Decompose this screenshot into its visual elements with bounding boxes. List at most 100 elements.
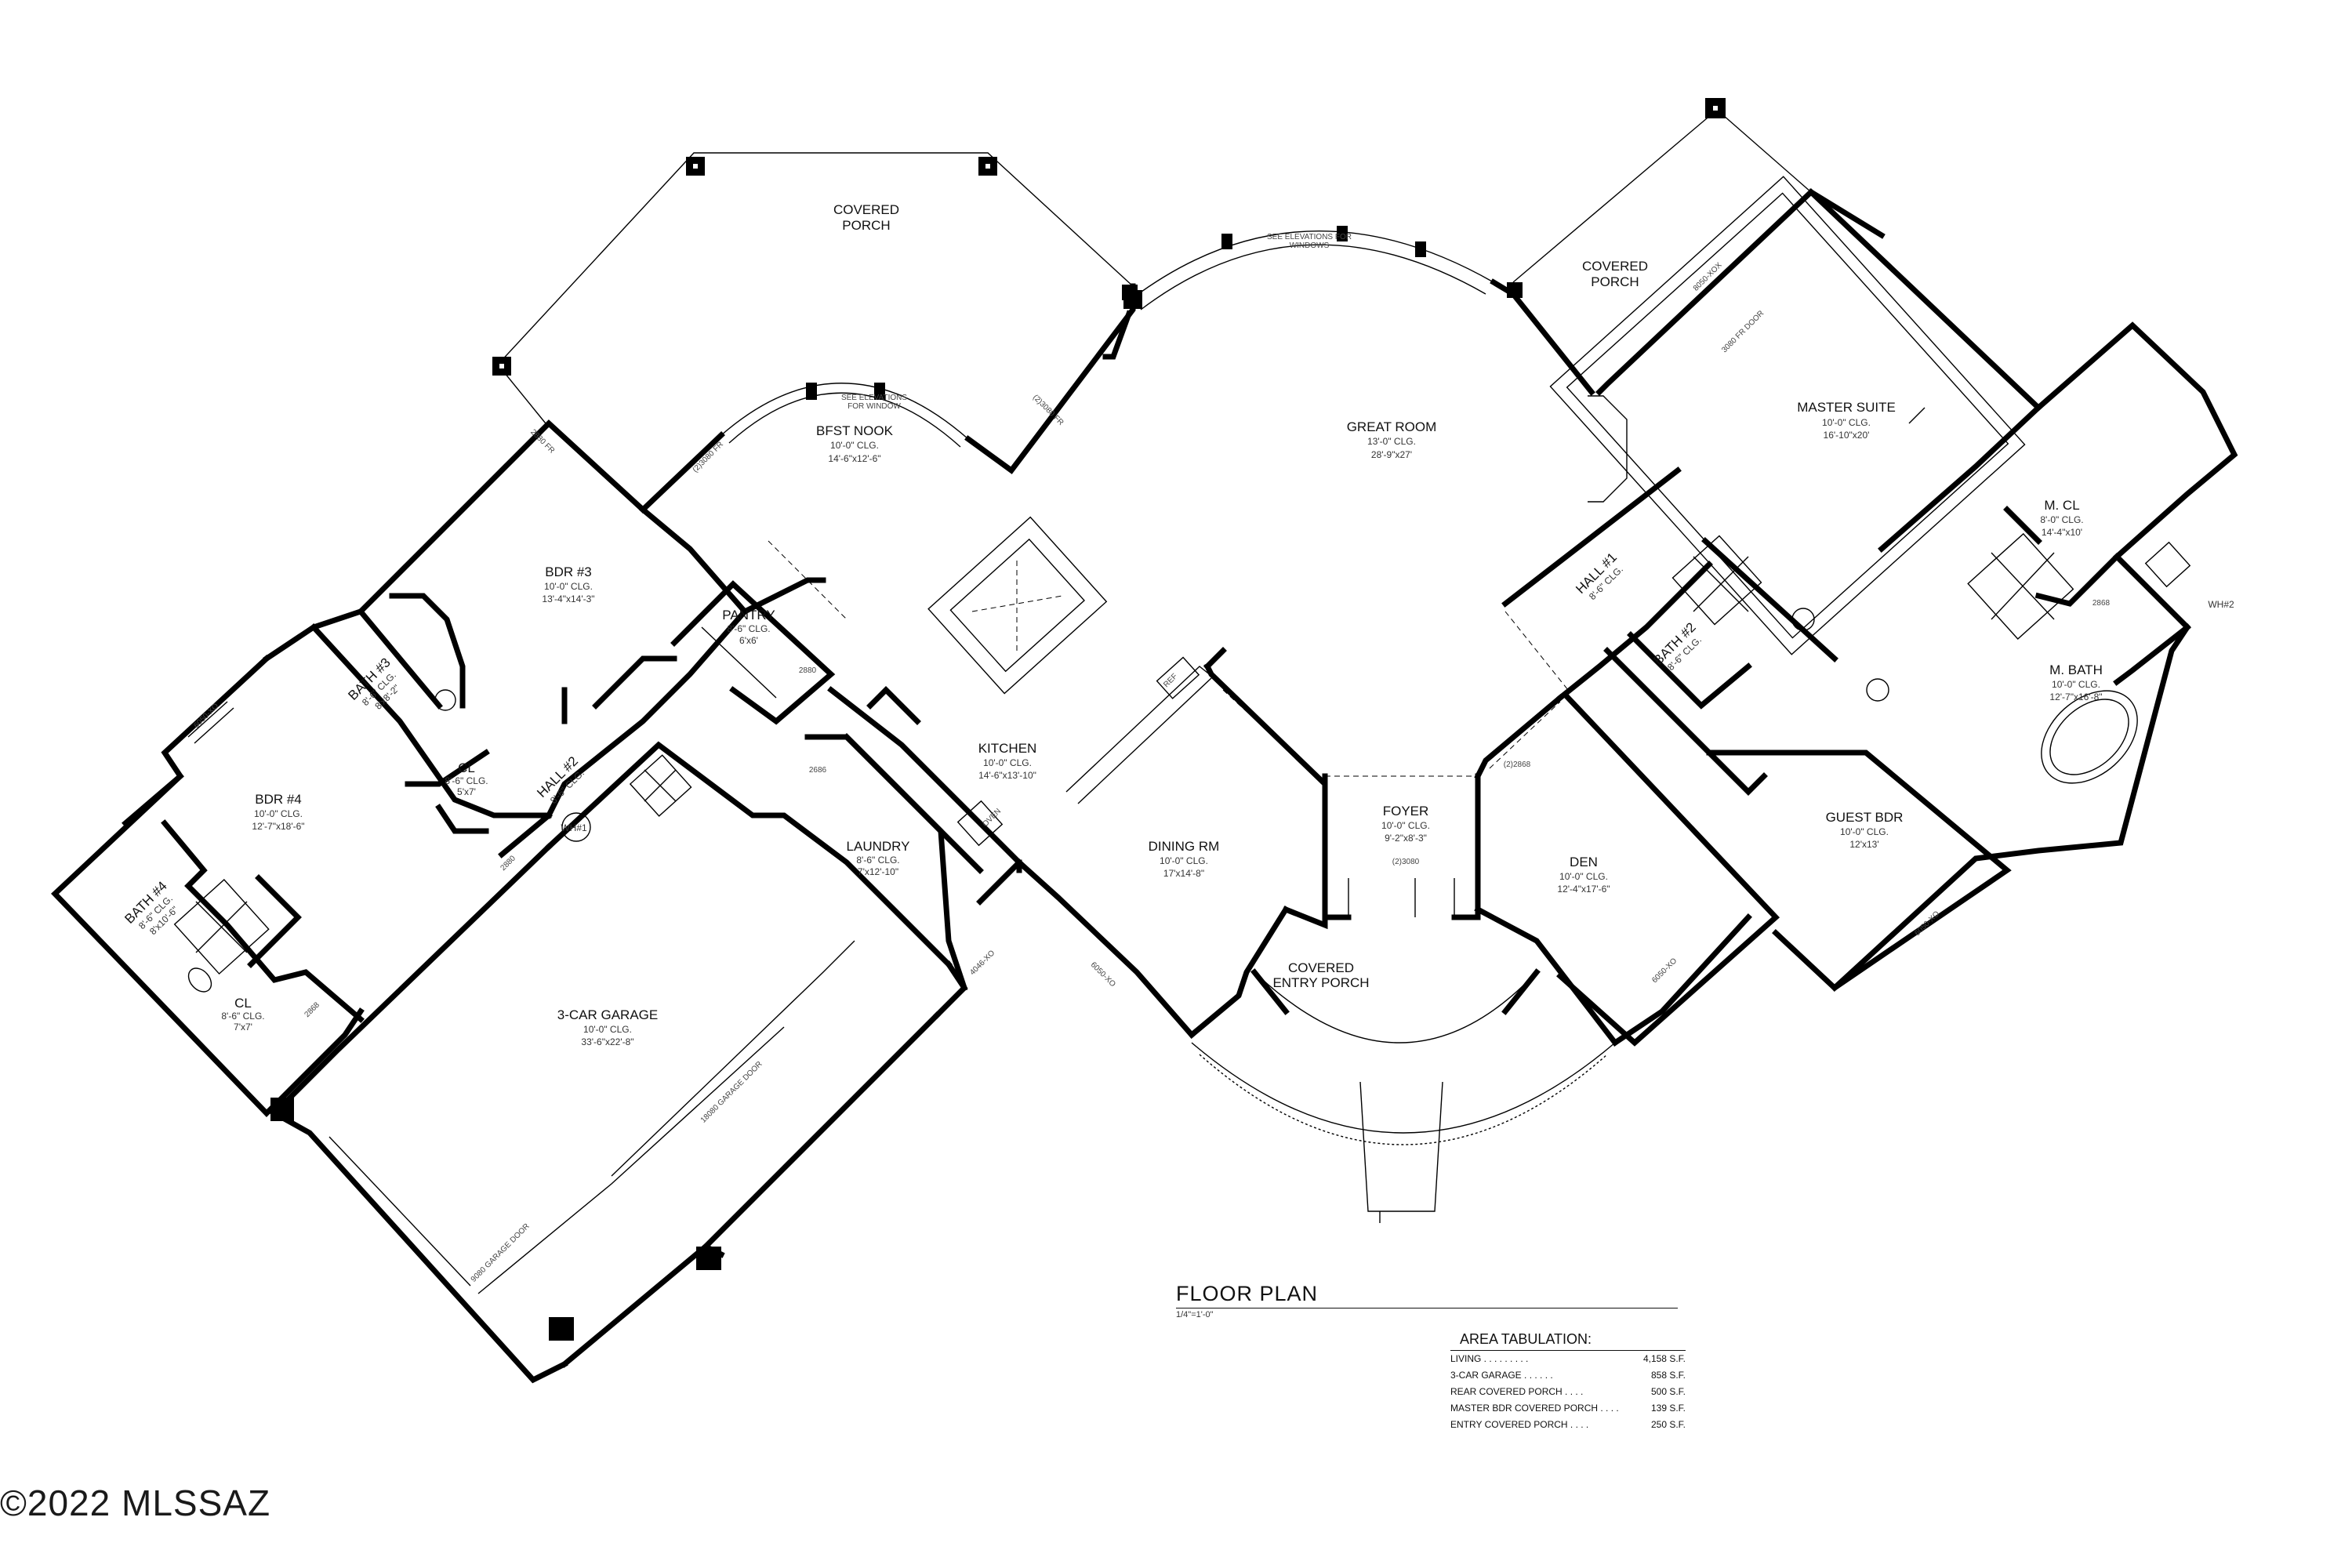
pantry-walls (670, 580, 836, 725)
bdr3-clg: 10'-0" CLG. (544, 581, 593, 592)
bdr3-wing-walls (263, 419, 848, 819)
bfst-nook-name: BFST NOOK (816, 423, 894, 438)
m-cl-name: M. CL (2044, 498, 2079, 513)
dining-size: 17'x14'-8" (1163, 868, 1204, 879)
cl-bdr3-name: CL (458, 760, 475, 775)
great-room-size: 28'-9"x27' (1371, 449, 1412, 460)
area-row: ENTRY COVERED PORCH . . . . 250 S.F. (1450, 1417, 1686, 1433)
copyright-watermark: ©2022 MLSSAZ (0, 1483, 271, 1523)
laundry-clg: 8'-6" CLG. (856, 855, 899, 866)
guest-bdr-clg: 10'-0" CLG. (1840, 826, 1889, 837)
den-walls (1474, 694, 1752, 1047)
area-tabulation-table: AREA TABULATION: LIVING . . . . . . . . … (1450, 1331, 1686, 1433)
area-row-value: 4,158 S.F. (1642, 1353, 1686, 1364)
master-suite-name: MASTER SUITE (1797, 400, 1896, 415)
cl-bdr4-clg: 8'-6" CLG. (221, 1011, 264, 1022)
area-row: REAR COVERED PORCH . . . . 500 S.F. (1450, 1384, 1686, 1400)
master-suite-clg: 10'-0" CLG. (1822, 417, 1871, 428)
bdr3-name: BDR #3 (545, 564, 592, 579)
title-block: FLOOR PLAN 1/4"=1'-0" (1176, 1282, 1678, 1319)
bfst-nook-clg: 10'-0" CLG. (830, 440, 879, 451)
entry-porch-label-1: COVERED (1288, 960, 1354, 975)
area-row-label: 3-CAR GARAGE . . . . . . (1450, 1370, 1553, 1381)
bfst-nook-size: 14'-6"x12'-6" (828, 453, 880, 464)
m-cl-size: 14'-4"x10' (2042, 527, 2082, 538)
foyer-size: 9'-2"x8'-3" (1385, 833, 1427, 844)
m-bath-size: 12'-7"x16'-8" (2049, 691, 2102, 702)
wh2-label: WH#2 (2208, 599, 2234, 610)
area-row: LIVING . . . . . . . . . 4,158 S.F. (1450, 1351, 1686, 1367)
area-row-value: 500 S.F. (1650, 1386, 1686, 1397)
foyer-clg: 10'-0" CLG. (1381, 820, 1430, 831)
wh1-label: WH#1 (561, 822, 587, 833)
entry-porch-outline (1191, 968, 1616, 1223)
kitchen-name: KITCHEN (978, 741, 1037, 756)
guest-wing-walls (1501, 466, 2012, 1047)
tag-window-laundry: 4046-XO (968, 949, 996, 977)
kitchen-clg: 10'-0" CLG. (983, 757, 1032, 768)
plan-scale: 1/4"=1'-0" (1176, 1310, 1214, 1319)
foyer-name: FOYER (1383, 804, 1429, 818)
area-row-label: LIVING . . . . . . . . . (1450, 1353, 1529, 1364)
area-row-value: 139 S.F. (1650, 1403, 1686, 1414)
tag-garage-door-large: 18080 GARAGE DOOR (699, 1060, 764, 1125)
pantry-size: 6'x6' (739, 635, 758, 646)
laundry-size: 7'x12'-10" (858, 866, 898, 877)
den-name: DEN (1570, 855, 1598, 869)
great-room-walls (1102, 226, 1628, 503)
garage-walls (270, 741, 968, 1384)
tag-2686: 2686 (809, 766, 827, 775)
area-row: 3-CAR GARAGE . . . . . . 858 S.F. (1450, 1367, 1686, 1384)
m-cl-clg: 8'-0" CLG. (2040, 514, 2083, 525)
area-row-label: REAR COVERED PORCH . . . . (1450, 1386, 1584, 1397)
area-row-label: ENTRY COVERED PORCH . . . . (1450, 1419, 1589, 1430)
cl-bdr3-clg: 8'-6" CLG. (445, 775, 488, 786)
rear-covered-porch-outline (492, 152, 1142, 428)
bdr4-size: 12'-7"x18'-6" (252, 821, 304, 832)
master-wing-walls (1549, 176, 2238, 992)
area-tabulation-heading: AREA TABULATION: (1450, 1331, 1686, 1351)
den-size: 12'-4"x17'-6" (1557, 884, 1610, 895)
tag-foyer-door: (2)3080 (1392, 858, 1420, 866)
bdr4-wing-walls (51, 655, 553, 1117)
area-row-label: MASTER BDR COVERED PORCH . . . . (1450, 1403, 1619, 1414)
dining-clg: 10'-0" CLG. (1160, 855, 1208, 866)
master-suite-size: 16'-10"x20' (1824, 430, 1870, 441)
bdr4-name: BDR #4 (255, 792, 302, 807)
rear-porch-label-1: COVERED (833, 202, 899, 217)
guest-bdr-size: 12'x13' (1849, 839, 1878, 850)
m-bath-clg: 10'-0" CLG. (2052, 679, 2100, 690)
pantry-clg: 8'-6" CLG. (727, 623, 770, 634)
tag-window-dining: 6050-XO (1089, 960, 1117, 989)
area-row-value: 858 S.F. (1650, 1370, 1686, 1381)
tag-2880-pantry: 2880 (799, 666, 817, 675)
great-room-name: GREAT ROOM (1347, 419, 1437, 434)
tag-ref: REF (1162, 672, 1179, 689)
bdr3-size: 13'-4"x14'-3" (542, 593, 594, 604)
den-clg: 10'-0" CLG. (1559, 871, 1608, 882)
rear-porch-label-2: PORCH (842, 218, 890, 233)
area-row: MASTER BDR COVERED PORCH . . . . 139 S.F. (1450, 1400, 1686, 1417)
guest-bdr-name: GUEST BDR (1826, 810, 1904, 825)
kitchen-laundry-walls (804, 516, 1240, 992)
garage-clg: 10'-0" CLG. (583, 1024, 632, 1035)
foyer-walls (1322, 773, 1481, 920)
tag-2868-cl: 2868 (303, 1000, 321, 1019)
pantry-name: PANTRY (722, 608, 775, 622)
bdr4-clg: 10'-0" CLG. (254, 808, 303, 819)
plan-title: FLOOR PLAN (1176, 1282, 1678, 1308)
tag-door-master: 3080 FR DOOR (1720, 309, 1766, 354)
kitchen-size: 14'-6"x13'-10" (978, 770, 1036, 781)
cl-bdr3-size: 5'x7' (457, 786, 476, 797)
tag-window-bdr4: 6050-XO (192, 702, 220, 730)
garage-size: 33'-6"x22'-8" (581, 1036, 633, 1047)
laundry-name: LAUNDRY (847, 839, 910, 854)
cl-bdr4-name: CL (234, 996, 252, 1011)
area-row-value: 250 S.F. (1650, 1419, 1686, 1430)
